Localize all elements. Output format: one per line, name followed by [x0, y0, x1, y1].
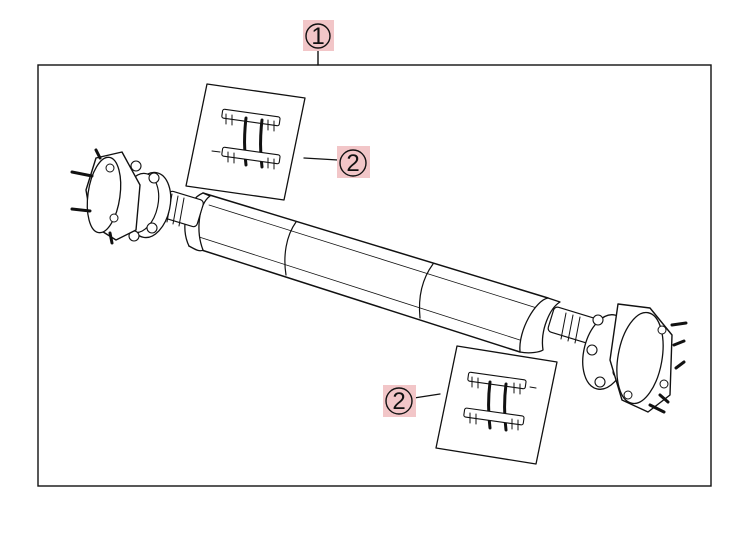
left-flange: [70, 148, 141, 245]
bolt-kit-inset-top: [185, 83, 306, 201]
callout-2-bottom-box: [383, 385, 416, 417]
callout-2-bottom-label: 2: [392, 388, 405, 415]
callout-2-bottom-leader: [413, 393, 441, 399]
right-flange: [609, 303, 688, 414]
callout-2-bottom-circle: [385, 387, 413, 415]
callout-1-box: [303, 20, 334, 51]
left-stub-shaft: [162, 190, 204, 228]
callout-1-circle: [305, 23, 331, 49]
callout-2-top-circle: [339, 149, 367, 177]
callout-2-top[interactable]: 2: [303, 146, 370, 178]
bolt-group-lower-b: [463, 407, 525, 431]
bolt-kit-inset-bottom: [435, 345, 558, 465]
callout-2-top-box: [337, 146, 370, 178]
bolt-group-lower: [211, 146, 281, 170]
callout-2-top-label: 2: [346, 150, 359, 177]
u-clamp: [243, 116, 264, 169]
shaft-tube: [184, 192, 561, 354]
bolt-group-upper: [221, 108, 281, 132]
left-cv-joint: [120, 160, 172, 242]
assembly-frame: [37, 64, 712, 487]
bolt-group-upper-b: [467, 371, 537, 395]
callout-1-label: 1: [311, 23, 324, 50]
callout-2-top-leader: [303, 157, 339, 161]
u-clamp-b: [487, 380, 508, 432]
callout-1[interactable]: 1: [303, 20, 334, 66]
callout-2-bottom[interactable]: 2: [383, 385, 441, 417]
propeller-shaft: [70, 148, 688, 414]
